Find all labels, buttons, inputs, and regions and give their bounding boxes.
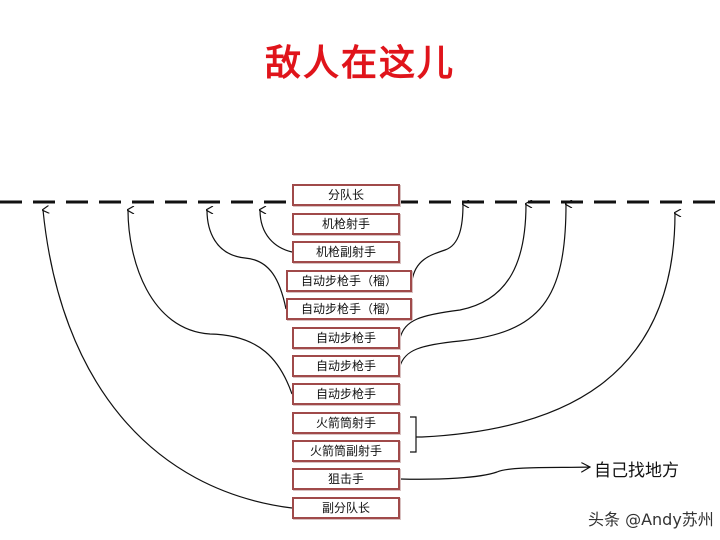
arrow-rifleman-3 xyxy=(128,210,293,395)
diagram-title: 敌人在这儿 xyxy=(264,42,455,84)
role-box-rifleman-2: 自动步枪手 xyxy=(292,355,400,377)
arrow-rifleman-2 xyxy=(399,204,566,367)
sniper-destination-label: 自己找地方 xyxy=(594,461,679,481)
role-box-squad-leader: 分队长 xyxy=(292,184,400,206)
arrow-grenadier-2 xyxy=(207,210,287,310)
role-box-grenadier-2: 自动步枪手（榴） xyxy=(286,298,412,320)
role-box-rifleman-3: 自动步枪手 xyxy=(292,383,400,405)
arrow-deputy-leader xyxy=(43,210,293,509)
rocket-team-bracket xyxy=(410,416,422,453)
role-box-sniper: 狙击手 xyxy=(292,468,400,490)
role-box-deputy-leader: 副分队长 xyxy=(292,497,400,519)
arrow-sniper xyxy=(399,467,590,480)
arrow-grenadier-1 xyxy=(411,204,463,282)
role-box-mg-assistant: 机枪副射手 xyxy=(292,241,400,263)
role-box-grenadier-1: 自动步枪手（榴） xyxy=(286,270,412,292)
role-box-rocket-gunner: 火箭筒射手 xyxy=(292,412,400,434)
role-box-rocket-assistant: 火箭筒副射手 xyxy=(292,440,400,462)
watermark: 头条 @Andy苏州 xyxy=(588,510,714,529)
role-box-rifleman-1: 自动步枪手 xyxy=(292,327,400,349)
arrow-rocket-team xyxy=(421,213,675,438)
arrow-rifleman-1 xyxy=(399,204,526,339)
arrow-mg-assistant xyxy=(260,210,293,253)
role-box-machine-gunner: 机枪射手 xyxy=(292,213,400,235)
